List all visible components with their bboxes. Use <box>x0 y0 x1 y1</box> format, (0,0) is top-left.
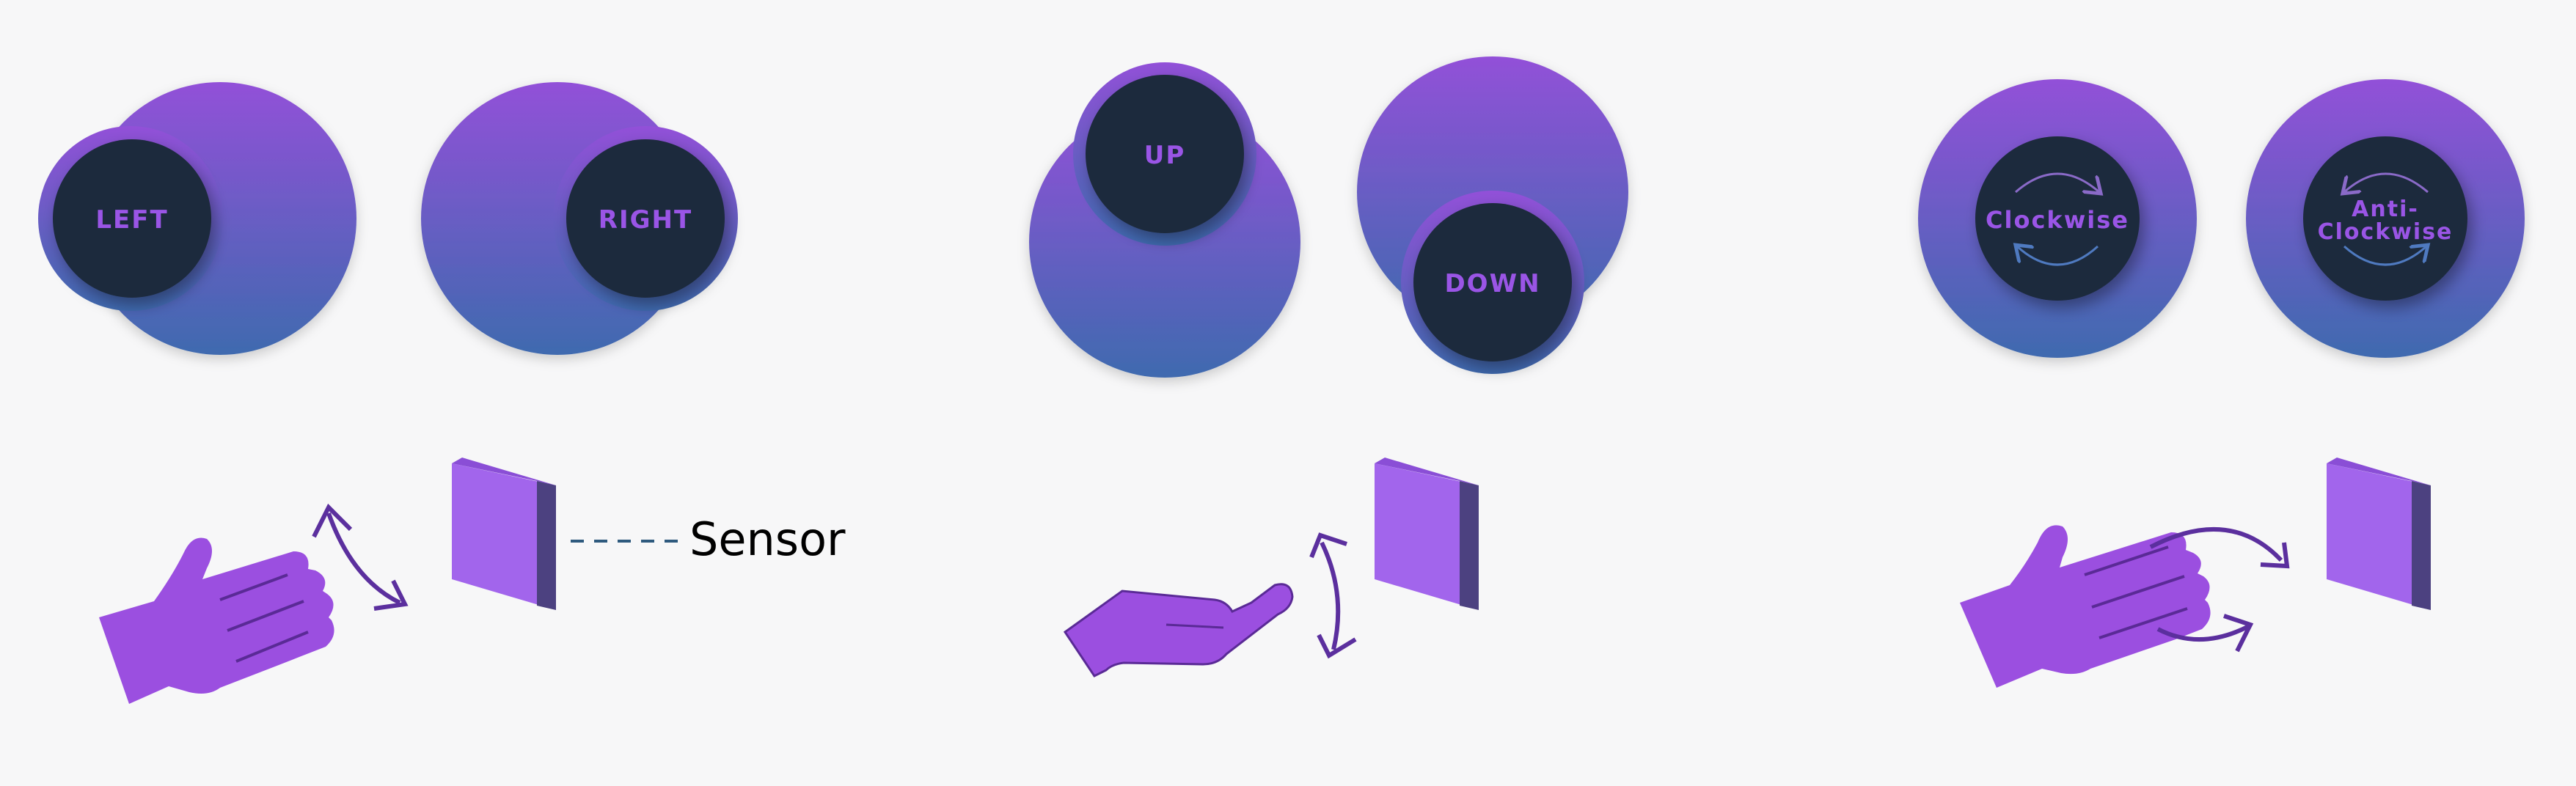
vertical-arrow-icon <box>1309 532 1357 659</box>
anticlockwise-button[interactable]: Anti- Clockwise <box>2303 136 2467 301</box>
clockwise-lower-arrow-icon <box>2017 246 2099 266</box>
down-label: DOWN <box>1444 269 1540 298</box>
swipe-arrow-icon <box>312 503 409 611</box>
rotate-arrow-icon <box>2149 527 2290 653</box>
hand-icon-swipe <box>99 537 334 704</box>
left-label: LEFT <box>95 205 168 235</box>
anticlockwise-label-line2: Clockwise <box>2318 219 2454 245</box>
hand-icon-flat <box>1063 583 1294 677</box>
right-label: RIGHT <box>599 205 692 235</box>
clockwise-arrow-icon <box>2015 172 2099 192</box>
clockwise-label: Clockwise <box>1986 206 2129 234</box>
sensor-block-2 <box>1375 458 1479 610</box>
sensor-block-1 <box>452 458 556 610</box>
anticlockwise-label-line1: Anti- <box>2352 196 2419 222</box>
anticlockwise-lower-arrow-icon <box>2343 246 2426 266</box>
sensor-block-3 <box>2327 458 2431 610</box>
left-button[interactable]: LEFT <box>53 139 211 298</box>
up-label: UP <box>1144 141 1186 170</box>
right-button[interactable]: RIGHT <box>566 139 725 298</box>
down-button[interactable]: DOWN <box>1413 203 1572 361</box>
clockwise-button[interactable]: Clockwise <box>1975 136 2140 301</box>
hand-icon-rotate <box>1960 525 2211 688</box>
up-button[interactable]: UP <box>1086 75 1244 233</box>
sensor-label: Sensor <box>689 513 846 566</box>
anticlockwise-arrow-icon <box>2344 172 2429 192</box>
